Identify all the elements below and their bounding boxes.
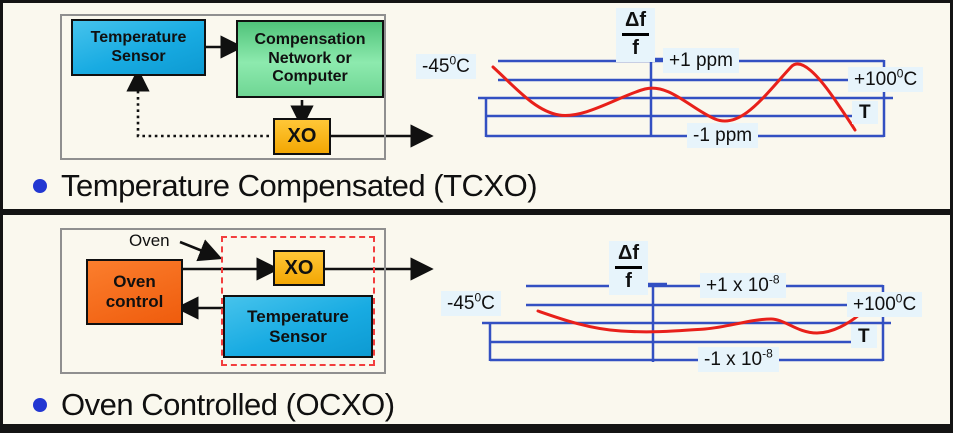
left-temp-sup-ocxo: 0 [474, 290, 482, 305]
delta-f-over-f-label-tcxo: Δf f [616, 8, 656, 62]
lower-limit-label-ocxo: -1 x 10-8 [698, 347, 779, 372]
left-temp-unit-ocxo: C [481, 293, 495, 314]
left-temp-value: -45 [422, 56, 450, 77]
temperature-sensor-label: Temperature Sensor [90, 29, 187, 65]
right-temp-sup-ocxo: 0 [895, 291, 903, 306]
ocxo-diagram-frame [60, 228, 386, 374]
tcxo-frequency-curve [491, 62, 857, 132]
t-axis-label-tcxo: T [852, 101, 878, 124]
right-temp-label-tcxo: +1000C [848, 66, 924, 92]
oven-dashed-boundary [221, 236, 375, 366]
frac-denominator: f [632, 37, 639, 59]
ocxo-graph-axes [482, 282, 891, 362]
temperature-sensor-label-ocxo: Temperature Sensor [247, 306, 349, 346]
right-temp-unit: C [903, 69, 918, 90]
frac-denominator-ocxo: f [625, 270, 632, 292]
oven-pointer-text: Oven [129, 231, 170, 250]
ocxo-bullet-row: Oven Controlled (OCXO) [33, 387, 395, 423]
upper-limit-base: +1 x 10 [706, 275, 769, 296]
oven-control-label: Oven control [105, 272, 164, 311]
lower-limit-base: -1 x 10 [704, 349, 763, 370]
frac-numerator-ocxo: Δf [615, 243, 643, 269]
ocxo-panel: Oven Oven control XO Temperature Sensor … [0, 212, 953, 433]
lower-limit-label-tcxo: -1 ppm [687, 123, 759, 148]
oven-control-block: Oven control [86, 259, 183, 325]
compensation-network-block: Compensation Network or Computer [236, 20, 384, 98]
lower-limit-text: -1 ppm [693, 125, 753, 146]
xo-block-tcxo: XO [273, 118, 331, 155]
right-temp-value-ocxo: +100 [853, 294, 896, 315]
upper-limit-exponent: -8 [768, 272, 780, 287]
temperature-sensor-block-ocxo: Temperature Sensor [223, 295, 373, 358]
bullet-icon [33, 398, 47, 412]
left-temp-unit: C [456, 56, 470, 77]
t-axis-text-ocxo: T [858, 326, 870, 347]
compensation-network-label: Compensation Network or Computer [254, 31, 366, 86]
lower-limit-exponent: -8 [762, 346, 773, 361]
left-temp-label-tcxo: -450C [416, 54, 476, 79]
right-temp-sup: 0 [896, 66, 904, 81]
left-temp-sup: 0 [449, 53, 457, 68]
left-temp-value-ocxo: -45 [447, 293, 475, 314]
t-axis-label-ocxo: T [851, 325, 877, 348]
upper-limit-label-tcxo: +1 ppm [663, 48, 739, 73]
tcxo-panel: Temperature Sensor Compensation Network … [0, 0, 953, 212]
frac-numerator: Δf [622, 10, 650, 36]
xo-block-ocxo: XO [273, 250, 325, 286]
tcxo-bullet-text: Temperature Compensated (TCXO) [61, 168, 538, 203]
upper-limit-label-ocxo: +1 x 10-8 [700, 273, 786, 298]
upper-limit-text: +1 ppm [669, 50, 733, 71]
t-axis-text: T [859, 102, 871, 123]
ocxo-bullet-text: Oven Controlled (OCXO) [61, 387, 395, 422]
xo-label-tcxo: XO [287, 125, 317, 147]
right-temp-label-ocxo: +1000C [847, 291, 923, 317]
right-temp-unit-ocxo: C [902, 294, 917, 315]
temperature-sensor-block: Temperature Sensor [71, 19, 206, 76]
right-temp-value: +100 [854, 69, 897, 90]
bullet-icon [33, 179, 47, 193]
delta-f-over-f-label-ocxo: Δf f [609, 241, 649, 295]
tcxo-bullet-row: Temperature Compensated (TCXO) [33, 168, 538, 204]
ocxo-frequency-curve [536, 309, 861, 335]
oven-pointer-label: Oven [129, 231, 170, 251]
left-temp-label-ocxo: -450C [441, 291, 501, 316]
tcxo-diagram-frame [60, 14, 386, 160]
xo-label-ocxo: XO [284, 256, 314, 279]
